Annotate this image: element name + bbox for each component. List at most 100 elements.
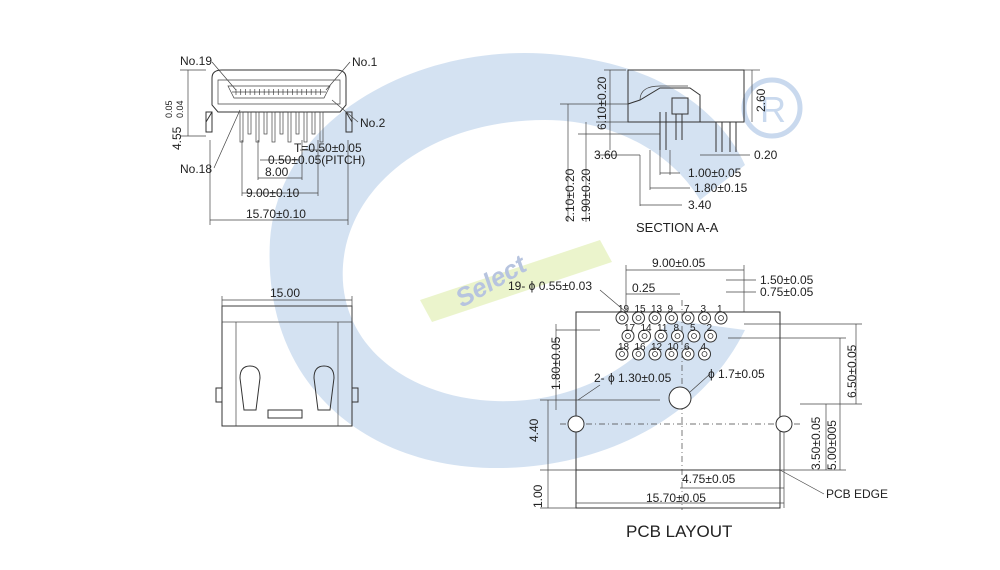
pcb-pin-number: 2 xyxy=(707,323,713,334)
label-no18: No.18 xyxy=(180,162,212,176)
dim-height: 4.55 xyxy=(170,126,184,150)
front-pin xyxy=(279,111,284,135)
dim-height-tol-upper: 0.05 xyxy=(164,100,174,118)
pcb-pin-number: 13 xyxy=(651,304,663,315)
pcb-dim-500: 5.00±005 xyxy=(825,420,839,470)
pcb-pin-hole xyxy=(619,351,625,357)
dim-800: 8.00 xyxy=(265,165,289,179)
pcb-pin-number: 17 xyxy=(624,323,636,334)
sec-dim-260: 2.60 xyxy=(754,88,768,112)
pcb-dim-900: 9.00±0.05 xyxy=(652,256,706,270)
front-pin xyxy=(311,111,316,135)
mount-hole-right xyxy=(775,415,793,433)
pcb-holes-mount: 2- ϕ 1.30±0.05 xyxy=(594,371,672,385)
pcb-pin-number: 6 xyxy=(684,342,690,353)
pcb-pin-number: 14 xyxy=(641,323,653,334)
pcb-pin-number: 19 xyxy=(618,304,630,315)
pcb-pin-number: 5 xyxy=(690,323,696,334)
watermark-band xyxy=(420,240,612,322)
pcb-dim-150: 1.50±0.05 xyxy=(760,273,814,287)
front-view: No.19 No.1 No.2 No.18 4.55 0.05 0.04 T=0… xyxy=(164,54,386,225)
pcb-edge-label: PCB EDGE xyxy=(826,487,888,501)
sec-dim-020: 0.20 xyxy=(754,148,778,162)
label-no2: No.2 xyxy=(360,116,386,130)
pcb-hole-center: ϕ 1.7±0.05 xyxy=(708,367,765,381)
label-no1: No.1 xyxy=(352,55,378,69)
watermark: Select R xyxy=(269,52,803,469)
sec-dim-100: 1.00±0.05 xyxy=(688,166,742,180)
dim-900: 9.00±0.10 xyxy=(246,186,300,200)
pcb-dim-075: 0.75±0.05 xyxy=(760,285,814,299)
pcb-layout-title: PCB LAYOUT xyxy=(626,522,732,541)
pcb-pin-hole xyxy=(685,351,691,357)
front-pin xyxy=(239,111,244,143)
front-pin xyxy=(295,111,300,135)
pcb-pin-number: 1 xyxy=(717,304,723,315)
pcb-pin-number: 4 xyxy=(701,342,707,353)
pcb-pin-hole xyxy=(668,351,675,357)
top-dim-width: 15.00 xyxy=(270,286,300,300)
pcb-pin-number: 8 xyxy=(674,323,680,334)
center-hole xyxy=(668,386,692,410)
top-view: 15.00 xyxy=(215,286,359,427)
section-title: SECTION A-A xyxy=(636,220,719,235)
pcb-pin-hole xyxy=(619,315,625,321)
sec-dim-340: 3.40 xyxy=(688,198,712,212)
pcb-dim-440: 4.40 xyxy=(527,418,541,442)
front-pin xyxy=(271,111,276,143)
pcb-dim-650: 6.50±0.05 xyxy=(845,344,859,398)
pcb-dim-1570: 15.70±0.05 xyxy=(646,491,706,505)
pcb-pin-number: 15 xyxy=(635,304,647,315)
pcb-pin-number: 12 xyxy=(651,342,663,353)
sec-dim-190: 1.90±0.20 xyxy=(579,168,593,222)
pcb-pin-hole xyxy=(718,315,724,321)
pcb-dim-100: 1.00 xyxy=(531,484,545,508)
pcb-pin-number: 3 xyxy=(701,304,707,315)
pcb-dim-475: 4.75±0.05 xyxy=(682,472,736,486)
pcb-pin-hole xyxy=(652,315,658,321)
mount-hole-left xyxy=(567,415,585,433)
pcb-pin-hole xyxy=(652,351,658,357)
pcb-pin-hole xyxy=(701,315,708,321)
pcb-dim-180: 1.80±0.05 xyxy=(549,336,563,390)
pcb-pin-hole xyxy=(635,315,642,321)
pcb-pin-number: 18 xyxy=(618,342,630,353)
front-pin xyxy=(319,111,324,143)
pcb-pin-number: 16 xyxy=(635,342,647,353)
registered-mark: R xyxy=(760,89,786,130)
pcb-pin-hole xyxy=(674,333,681,339)
dim-height-tol-lower: 0.04 xyxy=(175,100,185,118)
front-pin xyxy=(303,111,308,143)
front-pin xyxy=(247,111,252,135)
label-no19: No.19 xyxy=(180,54,212,68)
sec-dim-210: 2.10±0.20 xyxy=(563,168,577,222)
pcb-pin-number: 9 xyxy=(668,304,674,315)
sec-dim-360: 3.60 xyxy=(594,148,618,162)
pcb-pin-hole xyxy=(691,333,697,339)
pcb-pin-hole xyxy=(707,333,714,339)
dim-pitch: 0.50±0.05(PITCH) xyxy=(268,153,365,167)
pcb-pin-number: 10 xyxy=(668,342,680,353)
pcb-pin-hole xyxy=(668,315,675,321)
pcb-pin-number: 7 xyxy=(684,304,690,315)
watermark-swoosh xyxy=(269,52,745,469)
pcb-dim-350: 3.50±0.05 xyxy=(809,416,823,470)
pcb-pin-number: 11 xyxy=(657,323,668,334)
front-pin xyxy=(263,111,268,135)
dim-thickness: T=0.50±0.05 xyxy=(294,141,362,155)
sec-dim-610: 6.10±0.20 xyxy=(595,76,609,130)
pcb-dim-025: 0.25 xyxy=(632,281,656,295)
pcb-pin-hole xyxy=(701,351,708,357)
dim-1570: 15.70±0.10 xyxy=(246,207,306,221)
pcb-pin-hole xyxy=(625,333,631,339)
section-view: 6.10±0.20 2.60 3.60 0.20 2.10±0.20 1.90±… xyxy=(560,69,778,235)
front-pin xyxy=(287,111,292,143)
pcb-pin-hole xyxy=(685,315,691,321)
pcb-pin-hole xyxy=(641,333,648,339)
pcb-pin-hole xyxy=(658,333,664,339)
front-pin xyxy=(255,111,260,143)
pcb-holes-small: 19- ϕ 0.55±0.03 xyxy=(508,279,592,293)
